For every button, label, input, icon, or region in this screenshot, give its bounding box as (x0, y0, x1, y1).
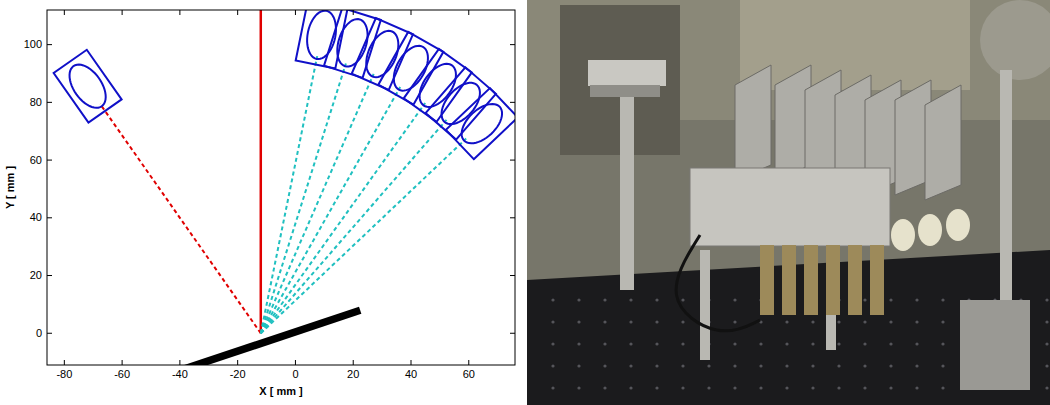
tick-label: 40 (405, 369, 417, 380)
tick-mark (179, 10, 180, 15)
tick-label: -40 (172, 369, 188, 380)
tick-mark (179, 360, 180, 365)
tick-mark (47, 275, 52, 276)
tick-mark (510, 275, 515, 276)
tick-mark (64, 360, 65, 365)
tick-label: 80 (30, 97, 42, 108)
tick-mark (47, 160, 52, 161)
tick-mark (353, 10, 354, 15)
tick-mark (47, 217, 52, 218)
tick-mark (411, 10, 412, 15)
tick-mark (64, 10, 65, 15)
ray-line (261, 103, 425, 333)
tick-mark (510, 44, 515, 45)
sample-slab (180, 307, 361, 365)
tick-label: 0 (292, 369, 298, 380)
tick-label: 100 (24, 39, 42, 50)
tick-label: 60 (30, 155, 42, 166)
tick-mark (295, 360, 296, 365)
tick-label: 40 (30, 212, 42, 223)
tick-mark (510, 102, 515, 103)
tick-mark (237, 360, 238, 365)
tick-mark (510, 160, 515, 161)
ray-line (261, 56, 317, 333)
plot (47, 1, 518, 373)
tick-label: 0 (36, 328, 42, 339)
tick-mark (468, 360, 469, 365)
detector-lens (366, 31, 398, 77)
detector-housing (446, 88, 515, 159)
tick-label: 20 (30, 270, 42, 281)
axis-label: Y [ mm ] (6, 166, 17, 209)
ray-line (261, 87, 400, 333)
detector-lens (307, 11, 336, 59)
detector-housing (426, 67, 496, 139)
tick-mark (510, 217, 515, 218)
tick-mark (47, 102, 52, 103)
tick-mark (47, 333, 52, 334)
ray-line (261, 120, 447, 333)
tick-label: -60 (114, 369, 130, 380)
tick-mark (237, 10, 238, 15)
tick-label: -80 (56, 369, 72, 380)
detector-housing (54, 50, 122, 123)
tick-mark (122, 360, 123, 365)
tick-label: 20 (347, 369, 359, 380)
tick-mark (122, 10, 123, 15)
beam-line (260, 10, 263, 333)
tick-mark (468, 10, 469, 15)
tick-mark (411, 360, 412, 365)
axis-label: X [ mm ] (259, 386, 302, 397)
detector-lens (337, 19, 367, 66)
detector-housing (378, 32, 443, 105)
tick-label: 60 (463, 369, 475, 380)
tick-mark (510, 333, 515, 334)
tick-mark (353, 360, 354, 365)
photo (527, 0, 1050, 405)
ray-line (261, 74, 374, 333)
tick-mark (47, 44, 52, 45)
detector-lens (70, 65, 106, 108)
tick-label: -20 (230, 369, 246, 380)
tick-mark (295, 10, 296, 15)
ray-line (100, 104, 261, 333)
ray-line (261, 139, 466, 334)
axes-frame (47, 10, 515, 365)
plot-area (47, 10, 515, 365)
